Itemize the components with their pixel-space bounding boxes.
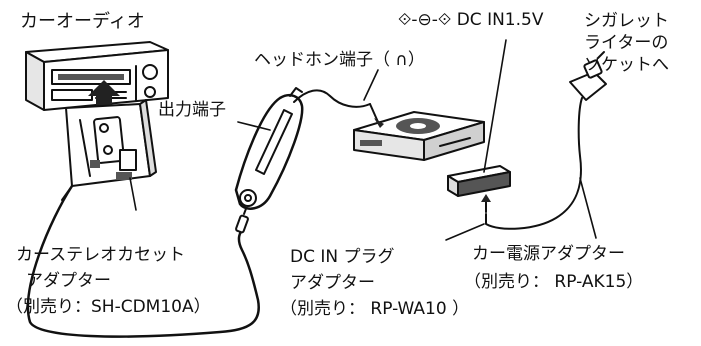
label-cassette-line1: カーステレオカセット bbox=[16, 245, 186, 265]
label-cassette-adapter: カーステレオカセット アダプター （別売り：SH-CDM10A） bbox=[6, 242, 211, 320]
label-output-jack: 出力端子 bbox=[158, 100, 226, 120]
label-dc-plug-line2: アダプター bbox=[290, 273, 375, 293]
label-car-audio: カーオーディオ bbox=[20, 11, 145, 32]
label-cassette-line3: （別売り：SH-CDM10A） bbox=[6, 297, 211, 317]
insert-arrow-icon bbox=[88, 80, 120, 112]
label-dc-in: ⟐-⊖-⟐ DC IN1.5V bbox=[398, 10, 544, 30]
label-cigarette-line1: シガレット bbox=[584, 11, 669, 31]
label-dc-plug-line3: （別売り： RP-WA10 ） bbox=[280, 299, 470, 319]
label-cigarette-line2: ライターの bbox=[584, 33, 669, 53]
player-device-icon bbox=[353, 111, 485, 161]
cassette-cable bbox=[26, 184, 260, 338]
label-dc-plug-adapter: DC IN プラグ アダプター （別売り： RP-WA10 ） bbox=[280, 244, 469, 322]
dc-plug-arrow-icon bbox=[481, 194, 491, 213]
label-dc-plug-line1: DC IN プラグ bbox=[290, 247, 395, 267]
label-headphone-jack: ヘッドホン端子（ ∩） bbox=[254, 50, 425, 70]
label-cigarette-line3: ソケットへ bbox=[584, 55, 669, 75]
remote-controller-icon bbox=[234, 87, 371, 210]
cassette-adapter-icon bbox=[61, 99, 157, 201]
leader-lines bbox=[129, 39, 597, 241]
label-cigarette-socket: シガレット ライターの ソケットへ bbox=[584, 10, 669, 76]
dc-plug-adapter-icon bbox=[447, 165, 511, 197]
label-cassette-line2: アダプター bbox=[26, 271, 111, 291]
label-car-power-line1: カー電源アダプター bbox=[472, 244, 625, 264]
car-power-cable bbox=[485, 97, 583, 230]
label-car-power-line2: （別売り： RP-AK15） bbox=[464, 272, 644, 292]
headphone-plug-icon bbox=[369, 103, 384, 128]
label-car-power-adapter: カー電源アダプター （別売り： RP-AK15） bbox=[464, 240, 643, 296]
car-power-plug-icon bbox=[569, 51, 607, 101]
car-audio-unit-icon bbox=[25, 41, 169, 111]
cassette-plug-icon bbox=[235, 205, 249, 234]
